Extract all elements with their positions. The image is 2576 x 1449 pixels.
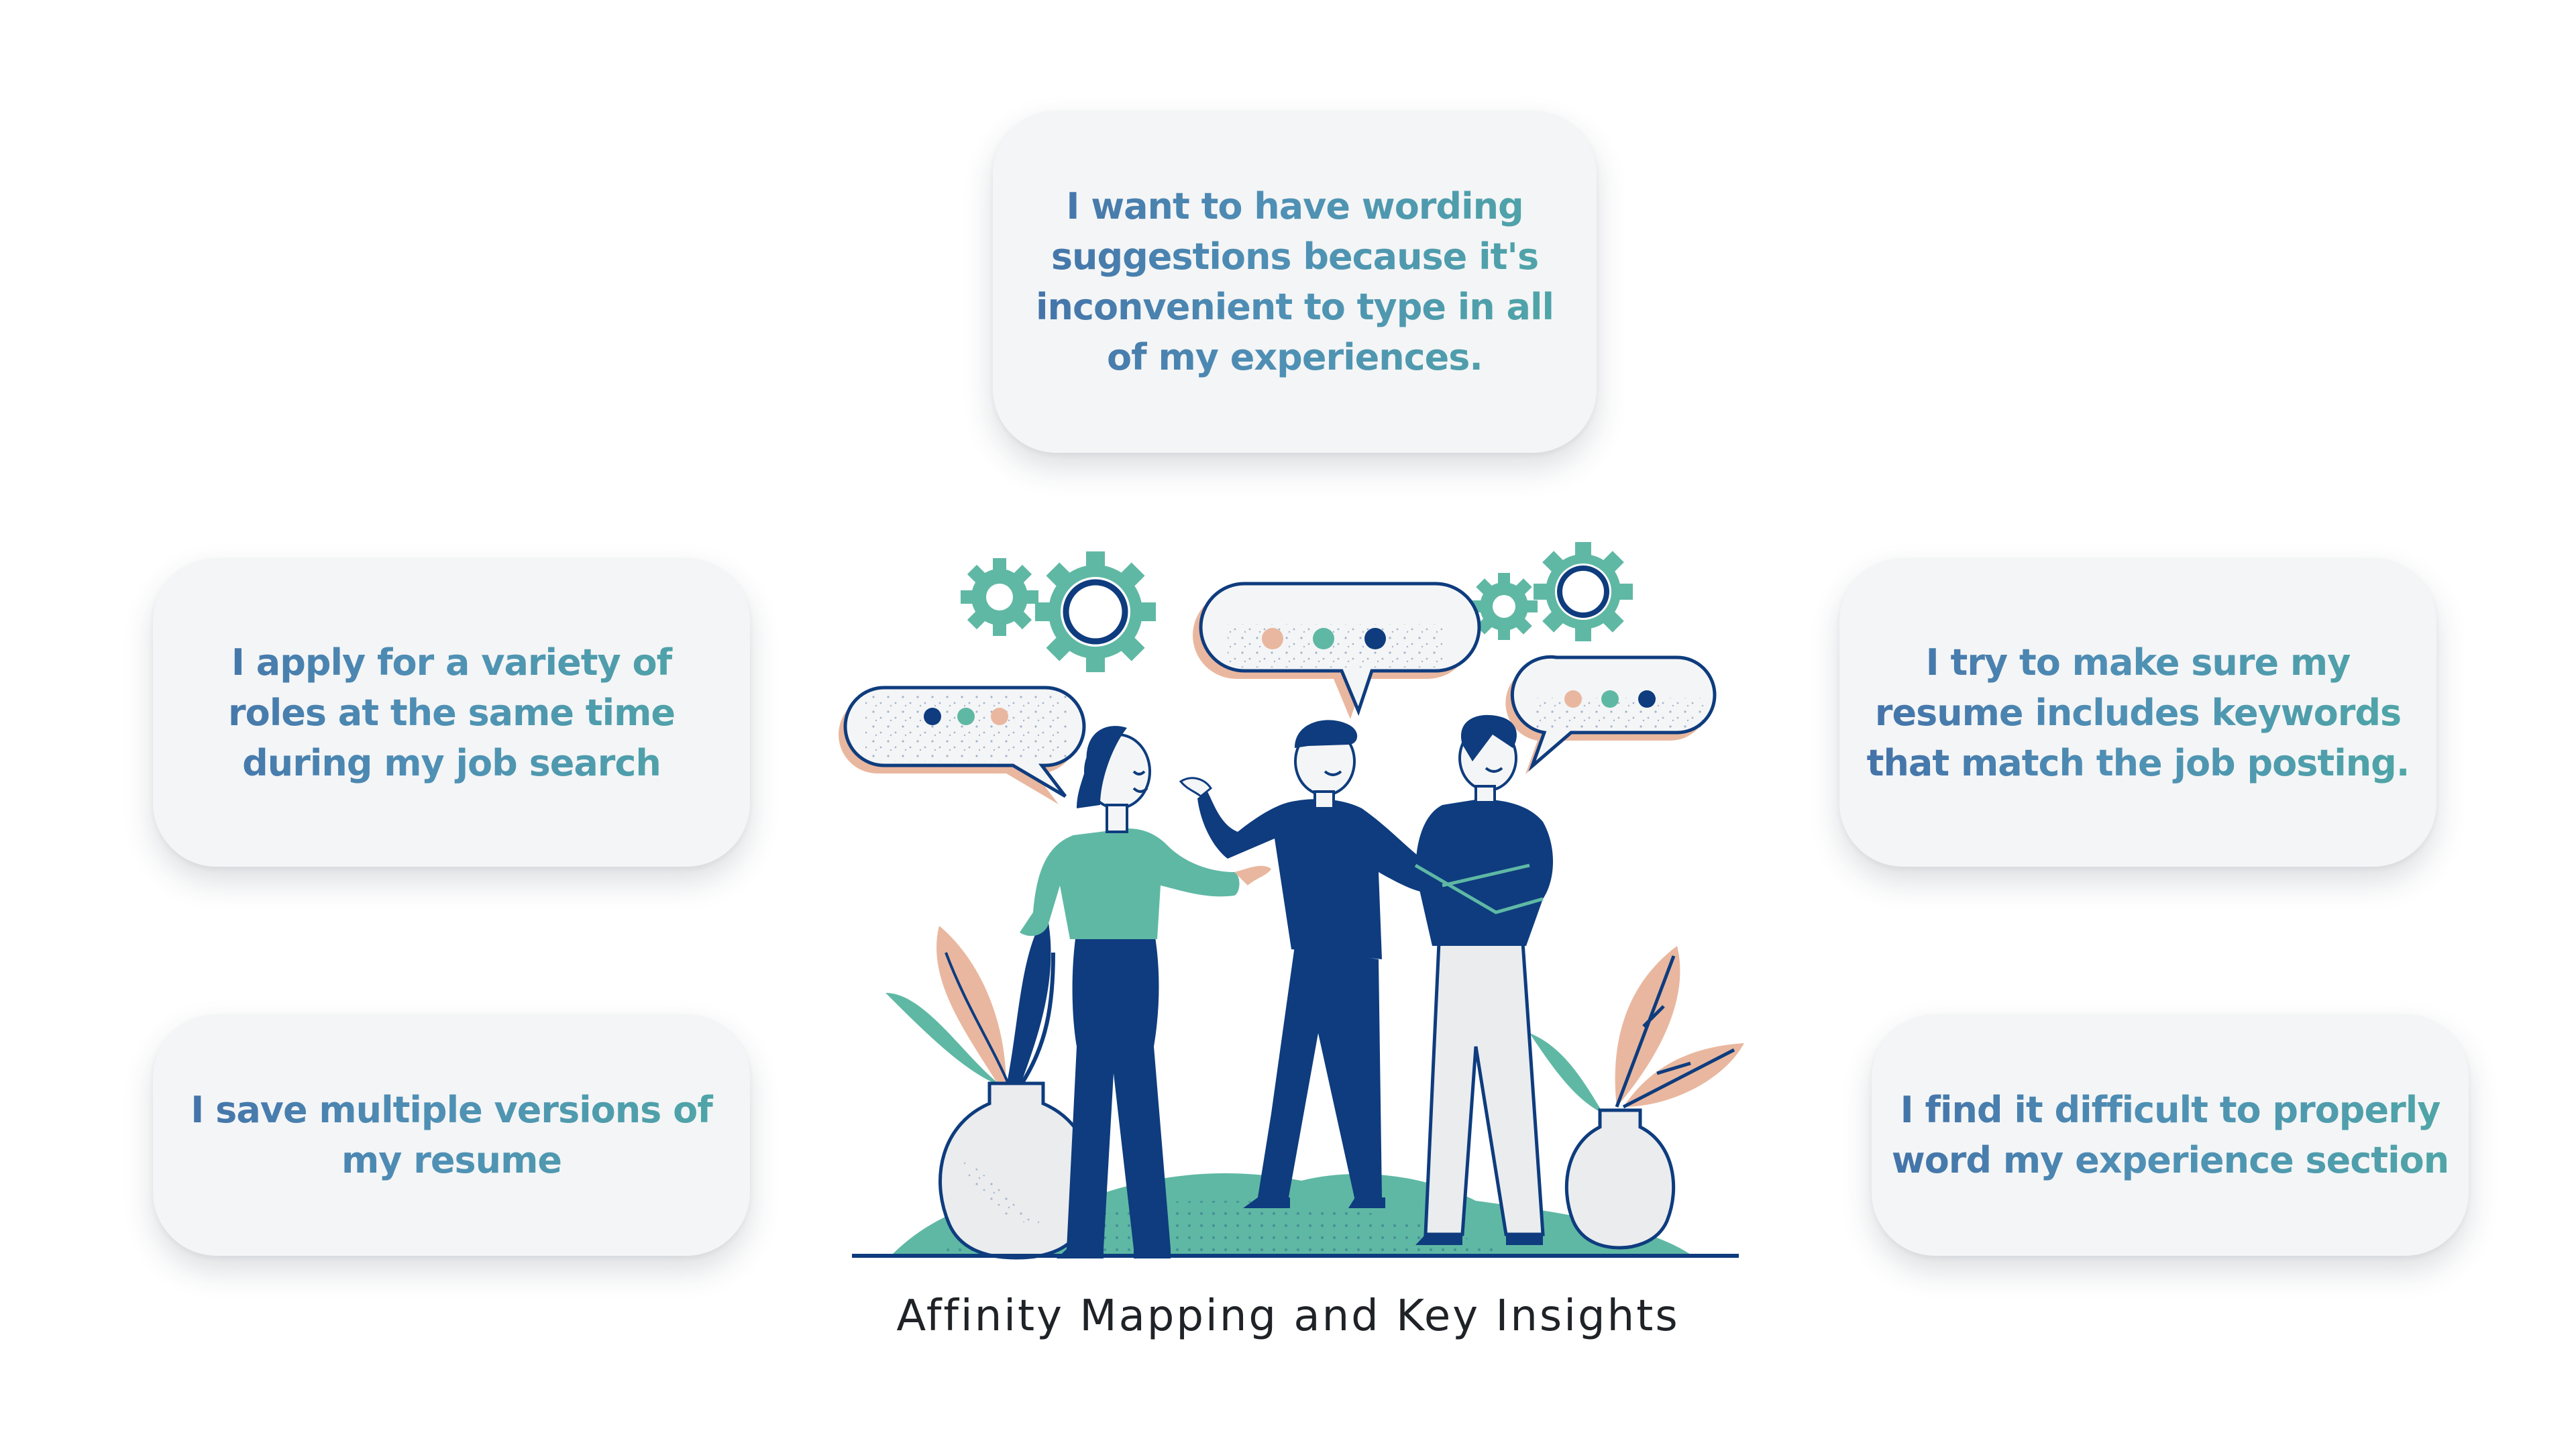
insight-text: I save multiple versions of my resume xyxy=(176,1085,727,1185)
team-discussion-illustration xyxy=(839,542,1744,1260)
insight-text: I want to have wording suggestions becau… xyxy=(1020,181,1570,382)
insight-text: I find it difficult to properly word my … xyxy=(1882,1085,2459,1185)
insight-text: I apply for a variety of roles at the sa… xyxy=(176,637,727,788)
insight-card-right-upper: I try to make sure my resume includes ke… xyxy=(1839,558,2436,867)
plant-right xyxy=(1529,946,1744,1114)
plant-left xyxy=(885,912,1055,1088)
speech-bubble-center xyxy=(1193,582,1481,719)
gear-icon xyxy=(1534,542,1633,641)
insight-card-right-lower: I find it difficult to properly word my … xyxy=(1872,1014,2469,1256)
person-center xyxy=(1179,720,1442,1208)
person-right xyxy=(1414,714,1553,1245)
insight-text: I try to make sure my resume includes ke… xyxy=(1863,637,2413,788)
insight-card-left-lower: I save multiple versions of my resume xyxy=(153,1014,750,1256)
insight-card-left-upper: I apply for a variety of roles at the sa… xyxy=(153,558,750,867)
insight-card-top: I want to have wording suggestions becau… xyxy=(993,111,1597,453)
speech-bubble-right xyxy=(1505,655,1717,774)
speech-bubble-left xyxy=(839,686,1086,804)
diagram-caption: Affinity Mapping and Key Insights xyxy=(896,1291,1680,1341)
vase-right xyxy=(1564,1108,1676,1250)
person-left xyxy=(1020,726,1271,1258)
gear-icon xyxy=(961,558,1038,636)
gear-icon xyxy=(1035,551,1156,672)
